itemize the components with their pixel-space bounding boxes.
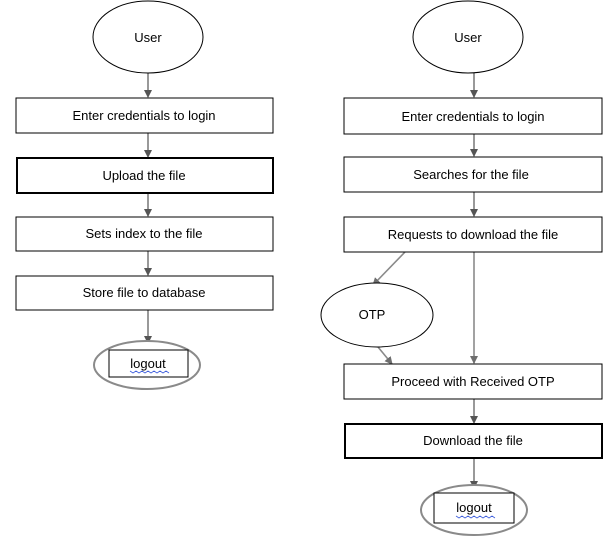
left-step-label-login: Enter credentials to login (72, 108, 215, 123)
right-step-box-proceed (343, 363, 603, 400)
right-start-label: User (454, 30, 482, 45)
right-connector-request-to-otp (372, 251, 406, 286)
left-step-label-index: Sets index to the file (85, 226, 202, 241)
left-step-label-upload: Upload the file (102, 168, 185, 183)
right-step-label-login: Enter credentials to login (401, 109, 544, 124)
left-step-box-upload (16, 157, 274, 194)
left-step-label-store: Store file to database (83, 285, 206, 300)
right-otp-ellipse (320, 282, 434, 348)
left-step-box-index (15, 216, 274, 252)
right-flow: User Enter credentials to login Searches… (320, 0, 603, 536)
right-step-box-search (343, 156, 603, 193)
right-step-box-login (343, 97, 603, 135)
left-end-spell-underline (129, 370, 170, 374)
right-otp-label: OTP (359, 307, 386, 322)
right-end-box (433, 492, 515, 524)
right-start-ellipse (412, 0, 524, 74)
right-end-spell-underline (455, 515, 496, 519)
left-step-box-store (15, 275, 274, 311)
left-start-label: User (134, 30, 162, 45)
right-end-label: logout (456, 500, 492, 515)
left-end-label: logout (130, 356, 166, 371)
left-flow: User Enter credentials to login Upload t… (15, 0, 274, 390)
right-connector-otp-to-proceed (377, 346, 393, 365)
right-step-label-request: Requests to download the file (388, 227, 559, 242)
left-start-ellipse (92, 0, 204, 74)
right-step-label-proceed: Proceed with Received OTP (391, 374, 554, 389)
right-step-label-download: Download the file (423, 433, 523, 448)
left-step-box-login (15, 97, 274, 134)
right-step-box-request (343, 216, 603, 253)
right-step-label-search: Searches for the file (413, 167, 529, 182)
right-step-box-download (344, 423, 603, 459)
left-end-box (108, 349, 189, 378)
